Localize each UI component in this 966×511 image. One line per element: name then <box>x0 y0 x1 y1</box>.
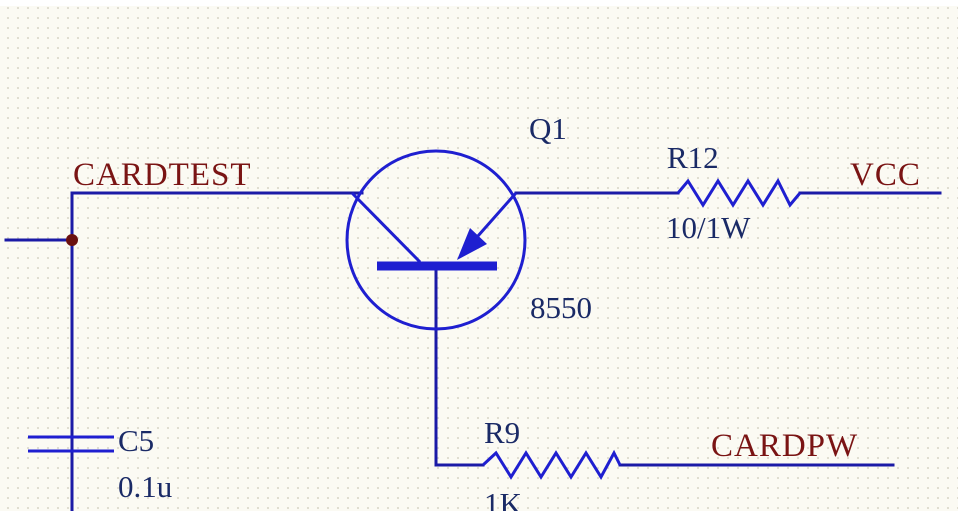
r9-designator: R9 <box>484 415 520 450</box>
c5-designator: C5 <box>118 423 154 458</box>
junction-dot <box>66 234 78 246</box>
net-label-cardtest: CARDTEST <box>73 157 252 193</box>
resistor-icon <box>676 177 802 208</box>
c5-value: 0.1u <box>118 469 172 504</box>
q1-designator: Q1 <box>529 111 567 146</box>
net-label-vcc: VCC <box>850 157 921 193</box>
r12-value: 10/1W <box>666 210 751 245</box>
right-border <box>958 0 966 511</box>
emitter-arrow <box>457 228 487 260</box>
resistor-icon <box>481 449 622 480</box>
capacitor-icon <box>28 435 114 453</box>
r12-designator: R12 <box>667 140 719 175</box>
r9-value: 1K <box>484 486 523 511</box>
q1-part-number: 8550 <box>530 290 592 325</box>
pnp-transistor-icon <box>345 149 527 331</box>
net-label-cardpw: CARDPW <box>711 428 858 464</box>
top-border <box>0 0 966 6</box>
